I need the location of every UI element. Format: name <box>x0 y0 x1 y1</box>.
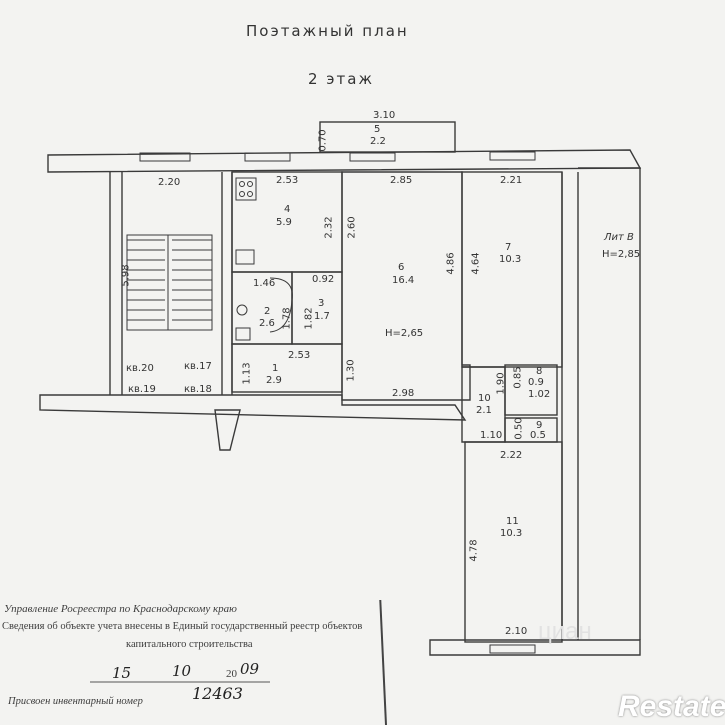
dim-0-85: 0.85 <box>512 366 524 389</box>
room-11-area: 10.3 <box>500 528 523 539</box>
stamp-inv-number: 12463 <box>192 684 243 703</box>
dim-1-78: 1.78 <box>281 307 293 330</box>
room-2-area: 2.6 <box>259 318 275 329</box>
dim-2-20: 2.20 <box>158 177 181 188</box>
dim-0-92: 0.92 <box>312 274 335 285</box>
room-9-number: 9 <box>536 420 543 431</box>
bay-room-5 <box>319 121 456 153</box>
dim-1-30: 1.30 <box>345 359 357 382</box>
registry-stamp: Управление Росреестра по Краснодарскому … <box>0 600 390 725</box>
stamp-date-year: 09 <box>240 660 260 678</box>
room-8-area: 0.9 <box>528 377 544 388</box>
room-8-number: 8 <box>536 366 543 377</box>
stamp-line-1: Управление Росреестра по Краснодарскому … <box>4 603 237 615</box>
dim-1-90: 1.90 <box>495 372 507 395</box>
room-9-area: 0.5 <box>530 430 546 441</box>
dim-4-64: 4.64 <box>470 252 482 275</box>
room-4-number: 4 <box>284 204 291 215</box>
dim-2-21: 2.21 <box>500 175 523 186</box>
dim-2-53-bottom: 2.53 <box>288 350 311 361</box>
lit-label: Лит В <box>604 232 634 243</box>
dim-0-50: 0.50 <box>513 417 525 440</box>
room-6-area: 16.4 <box>392 275 415 286</box>
room-1-area: 2.9 <box>266 375 282 386</box>
apt-19: кв.19 <box>128 384 156 395</box>
dim-2-98: 2.98 <box>392 388 415 399</box>
room-1-number: 1 <box>272 363 279 374</box>
dim-1-13: 1.13 <box>241 362 253 385</box>
room-2-number: 2 <box>264 306 271 317</box>
height-room-6: H=2,65 <box>385 328 424 339</box>
dim-5-98: 5.98 <box>120 264 132 287</box>
dim-2-32: 2.32 <box>323 216 335 239</box>
dim-1-46: 1.46 <box>253 278 276 289</box>
dim-2-10: 2.10 <box>505 626 528 637</box>
room-7-area: 10.3 <box>499 254 522 265</box>
stamp-date-day: 15 <box>112 664 132 682</box>
stamp-inv-label: Присвоен инвентарный номер <box>8 696 143 707</box>
stamp-line-3: капитального строительства <box>126 639 253 650</box>
dim-1-02: 1.02 <box>528 389 551 400</box>
dim-4-86: 4.86 <box>445 252 457 275</box>
stamp-date-month: 10 <box>172 662 192 680</box>
stamp-date-year-prefix: 20 <box>226 668 237 680</box>
dim-2-22: 2.22 <box>500 450 523 461</box>
dim-1-82: 1.82 <box>303 307 315 330</box>
restate-watermark: Restate <box>618 690 725 723</box>
cian-watermark: циан <box>538 618 592 645</box>
dim-2-85: 2.85 <box>390 175 413 186</box>
apt-17: кв.17 <box>184 361 212 372</box>
plan-title: Поэтажный план <box>246 22 409 40</box>
stamp-line-2: Сведения об объекте учета внесены в Един… <box>2 621 363 632</box>
dim-2-53-top: 2.53 <box>276 175 299 186</box>
room-7-number: 7 <box>505 242 512 253</box>
top-wall <box>47 149 642 173</box>
apt-20: кв.20 <box>126 363 154 374</box>
room-3-area: 1.7 <box>314 311 330 322</box>
dim-1-10: 1.10 <box>480 430 503 441</box>
height-main: H=2,85 <box>602 249 641 260</box>
room-4-area: 5.9 <box>276 217 292 228</box>
floor-label: 2 этаж <box>308 70 374 88</box>
apt-18: кв.18 <box>184 384 212 395</box>
dim-0-70: 0.70 <box>317 129 329 152</box>
room-5-number: 5 <box>374 124 381 135</box>
dim-3-10: 3.10 <box>373 110 396 121</box>
room-10-number: 10 <box>478 393 491 404</box>
dim-2-60: 2.60 <box>346 216 358 239</box>
room-10-area: 2.1 <box>476 405 492 416</box>
room-5-area: 2.2 <box>370 136 386 147</box>
room-11-number: 11 <box>506 516 519 527</box>
stamp-border <box>90 600 387 725</box>
room-3-number: 3 <box>318 298 325 309</box>
dim-4-78: 4.78 <box>468 539 480 562</box>
room-6-number: 6 <box>398 262 405 273</box>
